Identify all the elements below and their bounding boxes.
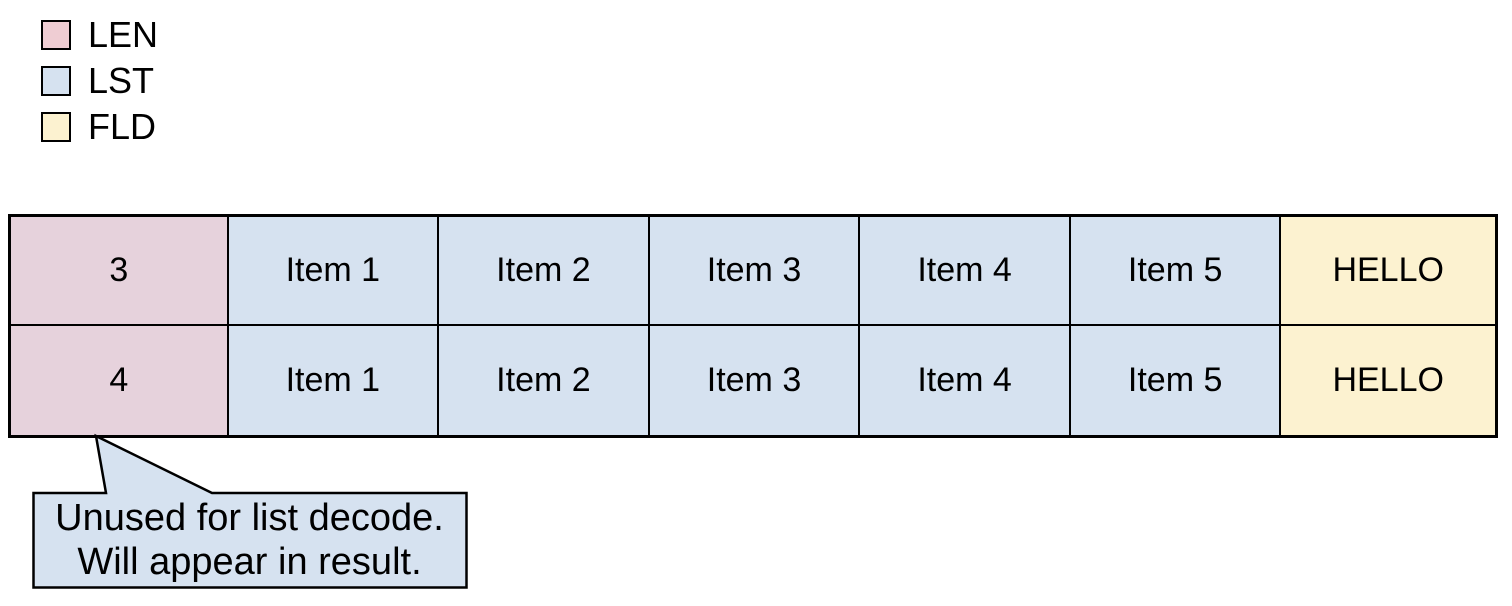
cell-row1-item3: Item 3 — [649, 217, 861, 326]
legend-item-lst: LST — [41, 60, 155, 101]
callout-text: Unused for list decode. Will appear in r… — [33, 493, 466, 587]
legend-label-lst: LST — [88, 60, 155, 101]
legend-item-fld: FLD — [41, 106, 157, 147]
cell-row2-item3: Item 3 — [649, 326, 861, 435]
cell-row2-item4: Item 4 — [860, 326, 1071, 435]
legend-label-fld: FLD — [88, 106, 157, 147]
legend-label-len: LEN — [88, 14, 159, 55]
cell-row1-item2: Item 2 — [439, 217, 650, 326]
cell-row2-item1: Item 1 — [228, 326, 440, 435]
cell-row1-item4: Item 4 — [860, 217, 1071, 326]
cell-row1-len: 3 — [11, 217, 229, 326]
cell-row1-field: HELLO — [1281, 217, 1495, 326]
len-swatch-icon — [41, 20, 71, 50]
fld-swatch-icon — [41, 112, 71, 142]
callout-line: Will appear in result. — [77, 541, 422, 583]
cell-row1-item5: Item 5 — [1070, 217, 1282, 326]
cell-row2-item5: Item 5 — [1070, 326, 1282, 435]
legend-item-len: LEN — [41, 14, 159, 55]
cell-row2-item2: Item 2 — [439, 326, 650, 435]
cell-row2-len: 4 — [11, 326, 229, 435]
callout-line: Unused for list decode. — [55, 497, 444, 539]
lst-swatch-icon — [41, 66, 71, 96]
cell-row2-field: HELLO — [1281, 326, 1495, 435]
encoded-list-table: 3 Item 1 Item 2 Item 3 Item 4 Item 5 HEL… — [8, 214, 1498, 438]
cell-row1-item1: Item 1 — [228, 217, 440, 326]
